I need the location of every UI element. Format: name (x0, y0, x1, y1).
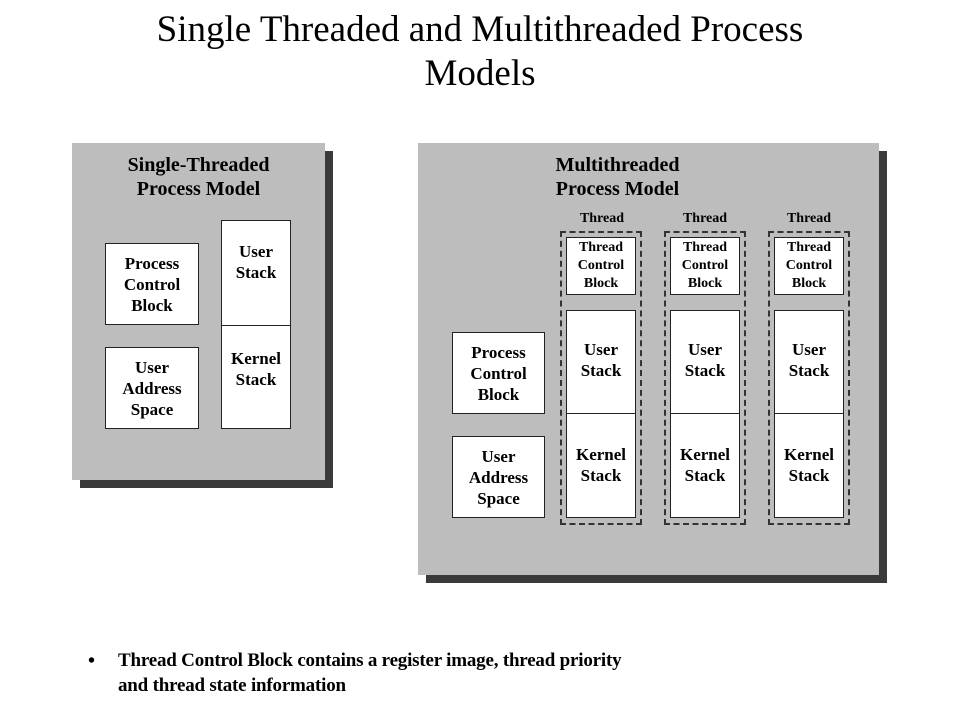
thread-boundary (768, 231, 850, 525)
thread-user-stack: User Stack (774, 310, 844, 414)
thread-user-stack: User Stack (566, 310, 636, 414)
thread-control-block: Thread Control Block (670, 237, 740, 295)
thread-kernel-stack: Kernel Stack (566, 413, 636, 518)
box-text: Control (681, 258, 729, 273)
box-text: User (688, 340, 722, 359)
box-text: Stack (235, 263, 277, 282)
thread-boundary (560, 231, 642, 525)
thread-control-block: Thread Control Block (566, 237, 636, 295)
single-pcb-box: Process Control Block (105, 243, 199, 325)
bullet-text-line1: Thread Control Block contains a register… (118, 650, 622, 671)
slide-title-line1: Single Threaded and Multithreaded Proces… (156, 9, 804, 50)
box-text: Space (477, 488, 520, 508)
bullet-text: Thread Control Block contains a register… (118, 648, 878, 698)
box-text: Stack (788, 466, 830, 485)
multithreaded-title: Multithreaded Process Model (356, 153, 817, 201)
box-text: Kernel (679, 445, 731, 464)
slide-title: Single Threaded and Multithreaded Proces… (0, 8, 960, 96)
box-text: Thread (682, 240, 728, 255)
box-text: Control (577, 258, 625, 273)
box-text: User (135, 357, 169, 377)
box-text: Block (791, 276, 827, 291)
single-kernel-stack-box: Kernel Stack (221, 325, 291, 429)
box-text: Stack (235, 370, 277, 389)
thread-label: Thread (786, 211, 832, 226)
box-text: Control (785, 258, 833, 273)
box-text: Address (122, 378, 182, 398)
box-text: Kernel (230, 349, 282, 368)
box-text: Thread (578, 240, 624, 255)
box-text: Block (131, 295, 173, 315)
single-threaded-panel: Single-Threaded Process Model Process Co… (72, 143, 325, 480)
box-text: Process (124, 253, 180, 273)
multithreaded-title-line2: Process Model (555, 178, 680, 200)
multi-uas-box: User Address Space (452, 436, 545, 518)
box-text: Space (130, 399, 174, 419)
box-text: Thread (786, 240, 832, 255)
box-text: Process (471, 342, 526, 362)
box-text: User (792, 340, 826, 359)
single-threaded-title-line1: Single-Threaded (127, 154, 270, 176)
box-text: Kernel (575, 445, 627, 464)
thread-label: Thread (579, 211, 625, 226)
thread-user-stack: User Stack (670, 310, 740, 414)
box-text: Stack (684, 466, 726, 485)
bullet-marker: • (88, 650, 96, 672)
bullet-text-line2: and thread state information (118, 675, 346, 696)
single-uas-box: User Address Space (105, 347, 199, 429)
box-text: Address (468, 467, 529, 487)
thread-kernel-stack: Kernel Stack (670, 413, 740, 518)
thread-boundary (664, 231, 746, 525)
box-text: User (239, 242, 273, 261)
multi-pcb-box: Process Control Block (452, 332, 545, 414)
box-text: Block (687, 276, 723, 291)
box-text: User (481, 446, 516, 466)
thread-kernel-stack: Kernel Stack (774, 413, 844, 518)
box-text: Stack (684, 361, 726, 380)
single-user-stack-box: User Stack (221, 220, 291, 326)
box-text: Control (123, 274, 181, 294)
box-text: Stack (580, 361, 622, 380)
box-text: Control (470, 363, 527, 383)
multithreaded-panel: Multithreaded Process Model Process Cont… (418, 143, 879, 575)
box-text: User (584, 340, 618, 359)
box-text: Stack (580, 466, 622, 485)
thread-label: Thread (682, 211, 728, 226)
multithreaded-title-line1: Multithreaded (555, 154, 680, 176)
single-threaded-title: Single-Threaded Process Model (72, 153, 325, 201)
thread-control-block: Thread Control Block (774, 237, 844, 295)
slide-title-line2: Models (424, 53, 536, 94)
single-threaded-title-line2: Process Model (136, 178, 261, 200)
box-text: Kernel (783, 445, 835, 464)
box-text: Block (477, 384, 520, 404)
box-text: Block (583, 276, 619, 291)
box-text: Stack (788, 361, 830, 380)
